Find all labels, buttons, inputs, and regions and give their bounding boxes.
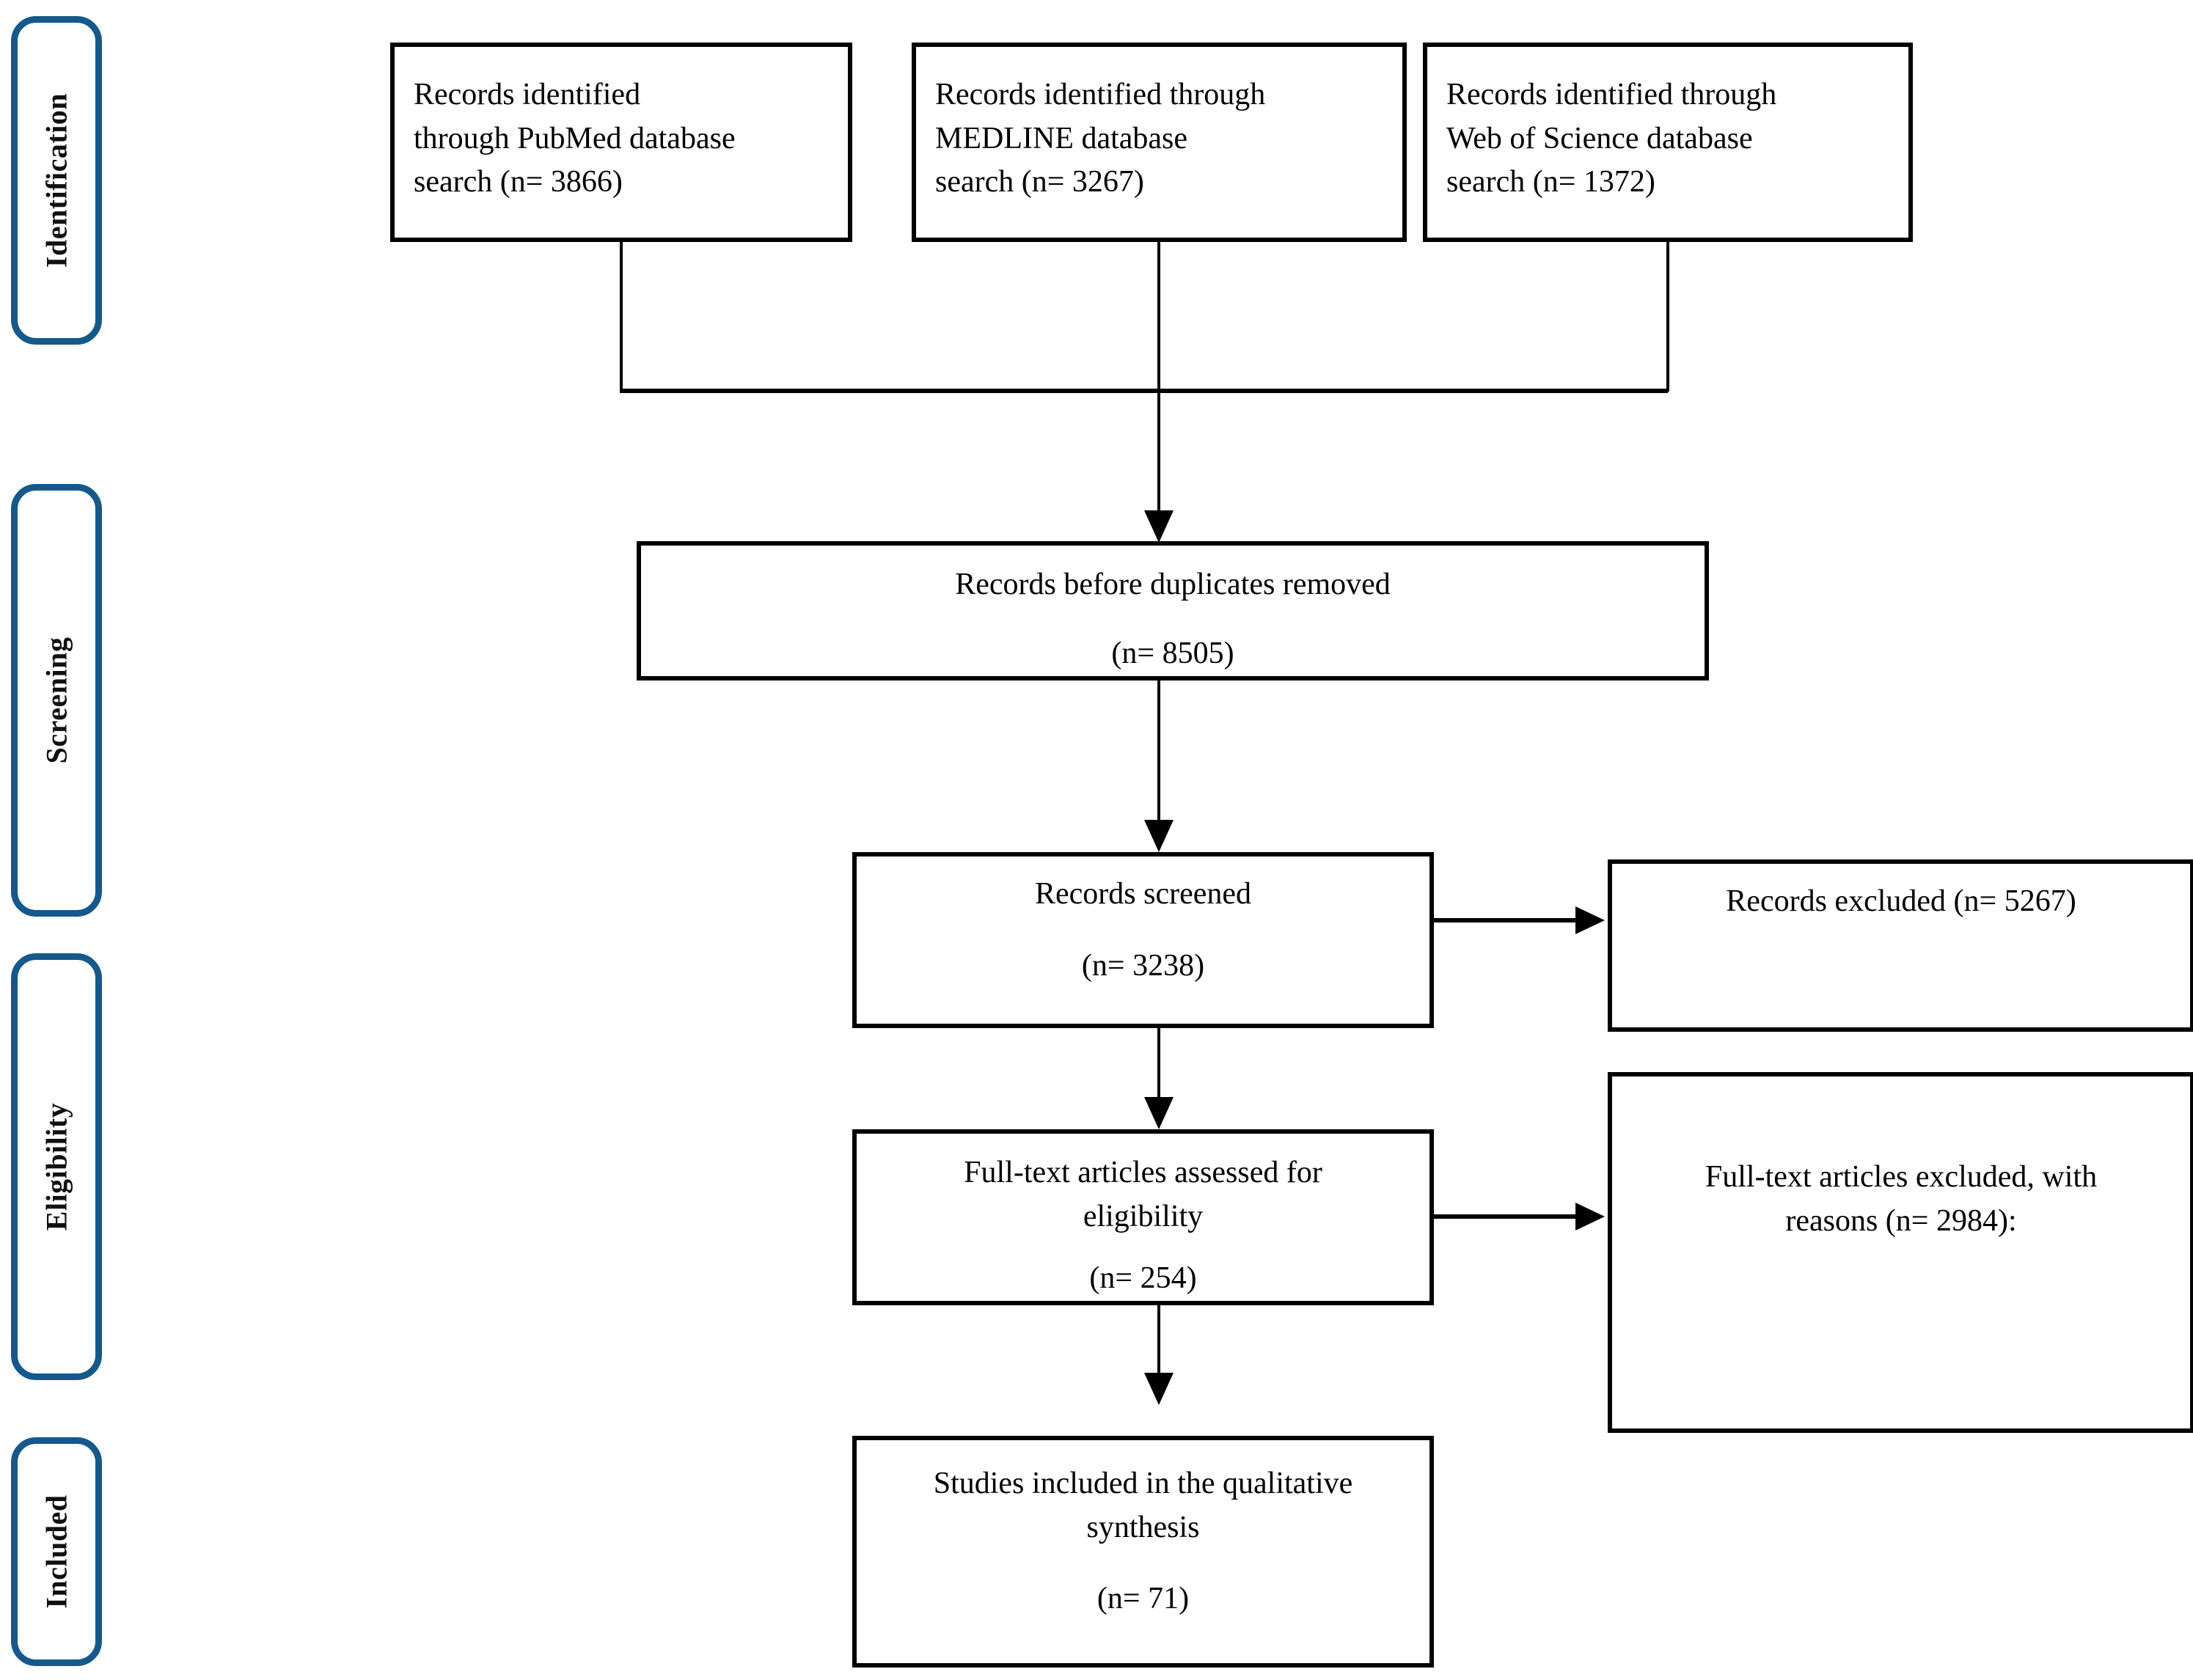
connector-pubmed-drop [620, 242, 623, 392]
node-studies-included: Studies included in the qualitative synt… [852, 1436, 1434, 1668]
node-fulltext-excluded-line2: reasons (n= 2984): [1785, 1203, 2017, 1238]
node-fulltext-assessed: Full-text articles assessed for eligibil… [852, 1129, 1434, 1305]
stage-label-eligibility: Eligibility [11, 953, 102, 1380]
arrowhead-to-included [1144, 1373, 1174, 1405]
node-studies-included-line1: Studies included in the qualitative [933, 1467, 1353, 1500]
stage-label-identification: Identification [11, 16, 102, 345]
connector-fulltext-to-included [1157, 1305, 1160, 1377]
arrowhead-to-records-excluded [1575, 906, 1605, 934]
node-records-medline-line1: Records identified through [935, 78, 1266, 111]
node-studies-included-line3: (n= 71) [1096, 1582, 1190, 1616]
arrowhead-to-fulltext-excluded [1575, 1203, 1605, 1230]
arrowhead-to-fulltext [1144, 1097, 1174, 1129]
connector-screened-to-excluded [1434, 918, 1578, 922]
stage-label-included: Included [11, 1437, 102, 1666]
stage-label-screening-text: Screening [40, 637, 73, 764]
node-records-medline-line2: MEDLINE database [935, 121, 1188, 155]
node-fulltext-assessed-line2: eligibility [1083, 1199, 1204, 1233]
stage-label-identification-text: Identification [40, 92, 73, 268]
node-fulltext-assessed-line3: (n= 254) [1089, 1261, 1197, 1296]
node-records-pubmed: Records identified through PubMed databa… [390, 43, 852, 242]
stage-label-included-text: Included [40, 1494, 73, 1609]
node-records-before-duplicates-line1: Records before duplicates removed [955, 568, 1391, 601]
stage-label-screening: Screening [11, 484, 102, 917]
stage-label-eligibility-text: Eligibility [40, 1102, 73, 1231]
connector-medline-drop [1157, 242, 1160, 392]
node-records-medline-line3: search (n= 3267) [935, 165, 1144, 199]
node-records-excluded-line1: Records excluded (n= 5267) [1726, 884, 2076, 918]
node-records-screened-line2: (n= 3238) [1081, 948, 1205, 983]
node-records-wos-line2: Web of Science database [1446, 121, 1753, 155]
node-fulltext-excluded: Full-text articles excluded, with reason… [1608, 1072, 2193, 1433]
arrowhead-to-duplicates [1144, 510, 1174, 543]
node-fulltext-assessed-line1: Full-text articles assessed for [964, 1156, 1322, 1189]
node-records-pubmed-line2: through PubMed database [414, 121, 736, 155]
node-records-screened-line1: Records screened [1034, 877, 1252, 911]
node-records-wos: Records identified through Web of Scienc… [1423, 43, 1913, 242]
connector-merge-to-duplicates [1157, 389, 1160, 512]
node-records-pubmed-line3: search (n= 3866) [414, 165, 623, 199]
connector-identification-merge-bar [620, 389, 1668, 393]
node-records-wos-line3: search (n= 1372) [1446, 165, 1655, 199]
node-records-screened: Records screened (n= 3238) [852, 852, 1434, 1028]
node-records-before-duplicates-line2: (n= 8505) [1111, 637, 1234, 671]
node-records-pubmed-line1: Records identified [414, 78, 641, 111]
connector-wos-drop [1666, 242, 1669, 392]
arrowhead-to-screened [1144, 820, 1174, 852]
node-fulltext-excluded-line1: Full-text articles excluded, with [1705, 1160, 2098, 1194]
node-records-medline: Records identified through MEDLINE datab… [912, 43, 1407, 242]
node-records-wos-line1: Records identified through [1446, 78, 1777, 111]
connector-duplicates-to-screened [1157, 681, 1160, 821]
connector-screened-to-fulltext [1157, 1028, 1160, 1101]
connector-fulltext-to-excluded [1434, 1214, 1578, 1219]
node-records-excluded: Records excluded (n= 5267) [1608, 859, 2193, 1032]
node-studies-included-line2: synthesis [1086, 1510, 1200, 1544]
node-records-before-duplicates: Records before duplicates removed (n= 85… [637, 541, 1709, 681]
